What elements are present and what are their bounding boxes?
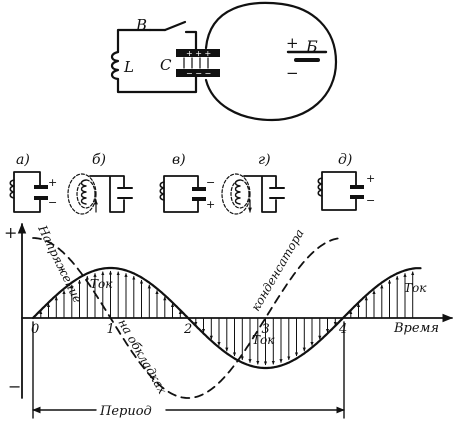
svg-text:−: − (48, 196, 57, 209)
svg-text:−: − (206, 176, 215, 189)
x-tick-label: 1 (107, 322, 115, 337)
inductor-label: L (123, 58, 134, 76)
battery-plus: + (286, 34, 299, 52)
phase-e-letter: д) (338, 152, 352, 168)
svg-text:+: + (48, 176, 57, 189)
y-plus-label: + (4, 223, 17, 242)
wire-loop-battery (204, 1, 338, 122)
phase-d: г) (221, 152, 285, 215)
phase-b: б) (67, 152, 133, 215)
phase-row: а) + − б) в) − + (9, 152, 375, 215)
capacitor-plate-top (176, 49, 220, 57)
phase-a: а) + − (9, 152, 57, 213)
battery-minus: − (286, 64, 299, 82)
current-hatch-arrows (39, 270, 415, 366)
x-tick-label: 4 (338, 322, 347, 337)
svg-text:+ + +: + + + (186, 49, 211, 58)
x-tick-label: 0 (31, 322, 39, 337)
switch-blade (163, 20, 187, 32)
tick-labels: 0 1 2 3 4 (31, 322, 347, 337)
svg-text:+: + (366, 172, 375, 185)
period-label: Период (99, 404, 152, 419)
current-label-2: Ток (252, 333, 275, 347)
phase-b-letter: б) (92, 152, 106, 168)
svg-text:−: − (366, 194, 375, 207)
phase-a-letter: а) (16, 152, 30, 168)
current-label-3: Ток (404, 281, 427, 295)
svg-text:+: + (206, 198, 215, 211)
inductor-coil (110, 50, 120, 81)
x-tick-label: 2 (183, 322, 192, 337)
voltage-label-mid: на обкладках (115, 317, 169, 397)
phase-c: в) − + (159, 152, 215, 213)
switch-label: В (135, 16, 147, 34)
voltage-curve (32, 237, 344, 399)
wire-bottom-left (116, 70, 198, 94)
phase-d-letter: г) (258, 152, 271, 168)
x-tick-label: 3 (262, 322, 270, 337)
wire-top-left (116, 28, 152, 54)
battery-label: Б (305, 37, 318, 56)
circuit-schematic: + + + − − − В L C Б + − (110, 1, 338, 122)
current-label-1: Ток (90, 277, 113, 291)
svg-text:− − −: − − − (186, 69, 211, 78)
wire-to-capacitor (184, 30, 198, 52)
phase-e: д) + − (317, 152, 375, 211)
y-minus-label: − (8, 377, 21, 396)
x-axis-label: Время (393, 321, 439, 336)
capacitor-plate-bottom (176, 69, 220, 77)
current-curve (31, 266, 422, 370)
battery-gap (288, 52, 326, 56)
capacitor-label: C (160, 56, 172, 74)
phase-c-letter: в) (172, 152, 186, 168)
voltage-label-right: конденсатора (248, 227, 306, 314)
